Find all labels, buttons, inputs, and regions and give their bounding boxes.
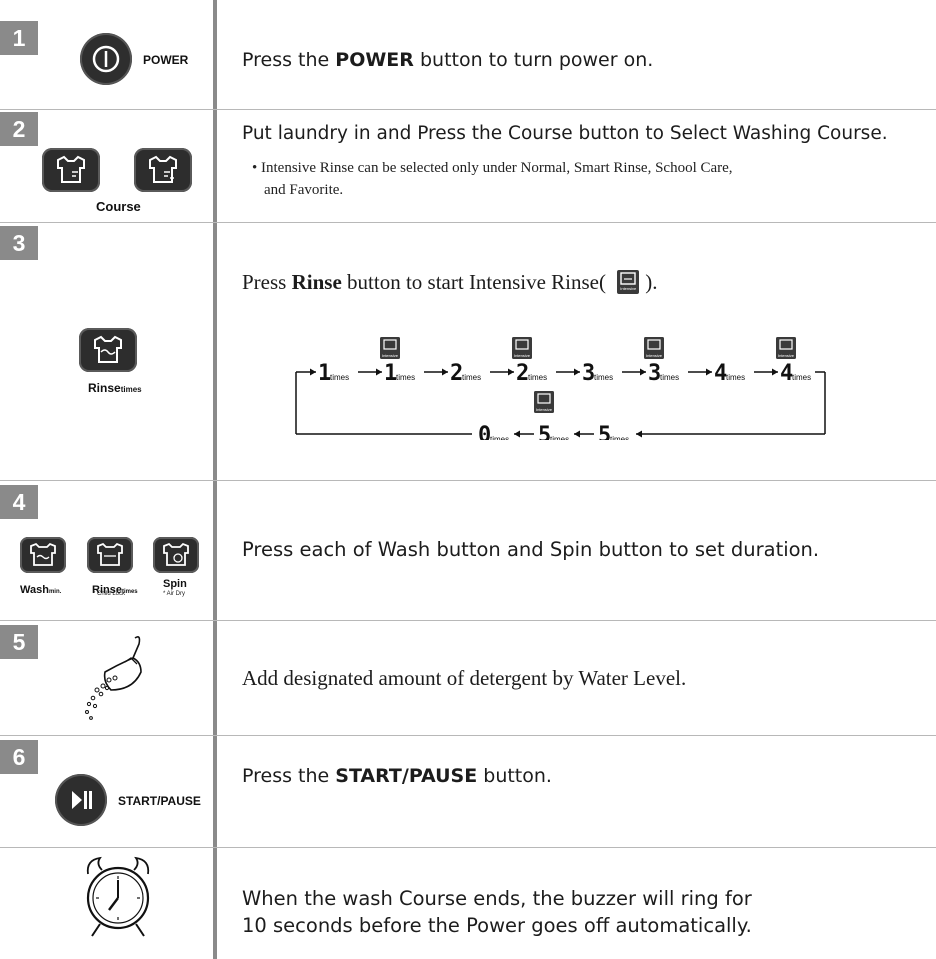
power-icon: [80, 33, 132, 85]
step-1-text: Press the POWER button to turn power on.: [242, 49, 653, 71]
rinse-button-label-group: Rinsetimes: [88, 377, 142, 396]
wash-label: Wash: [20, 584, 49, 596]
spin-button[interactable]: [153, 537, 199, 573]
cycle-unit: times: [792, 373, 811, 382]
air-dry-note: * Air Dry: [163, 591, 185, 597]
child-lock-note: * Child Lock: [93, 591, 125, 597]
cycle-arrow-head: [376, 369, 382, 376]
cycle-arrow-head: [772, 369, 778, 376]
shirt-icon: [42, 148, 100, 192]
step-3-text: Press Rinse button to start Intensive Ri…: [242, 270, 658, 295]
course-button-label: Course: [96, 199, 141, 214]
shirt-icon: [79, 328, 137, 372]
row-divider: [0, 847, 936, 848]
step-1-text-post: button to turn power on.: [414, 49, 653, 71]
step-6-text: Press the START/PAUSE button.: [242, 765, 552, 787]
step-1-text-bold: POWER: [335, 49, 414, 71]
intensive-icon-label: Intensive: [646, 353, 663, 358]
row-divider: [0, 620, 936, 621]
cycle-arrow-head: [636, 431, 642, 438]
intensive-inline-icon: Intensive: [617, 270, 639, 294]
cycle-arrow-head: [310, 369, 316, 376]
power-button-label: POWER: [143, 53, 188, 67]
cycle-unit: times: [594, 373, 613, 382]
cycle-unit: times: [528, 373, 547, 382]
cycle-arrow-head: [514, 431, 520, 438]
step-number-1: 1: [0, 21, 38, 55]
step-6-text-pre: Press the: [242, 765, 335, 787]
start-pause-label: START/PAUSE: [118, 794, 201, 808]
intensive-icon: Intensive: [512, 337, 532, 359]
detergent-scoop-icon: [75, 628, 165, 728]
intensive-icon: Intensive: [380, 337, 400, 359]
intensive-icon: Intensive: [534, 391, 554, 413]
intensive-icon-label: Intensive: [536, 407, 553, 412]
row-divider: [0, 222, 936, 223]
step-2-note-line2: and Favorite.: [264, 180, 343, 201]
step-number-4: 4: [0, 485, 38, 519]
rinse-button-sub: times: [121, 385, 142, 394]
step-6-text-post: button.: [477, 765, 552, 787]
cycle-arrow-head: [442, 369, 448, 376]
intensive-icon-label: Intensive: [778, 353, 795, 358]
intensive-icon-label: Intensive: [514, 353, 531, 358]
row-divider: [0, 480, 936, 481]
cycle-unit: times: [660, 373, 679, 382]
step-3-text-post: ).: [645, 270, 657, 294]
step-3-text-mid: button to start Intensive Rinse(: [342, 270, 606, 294]
intensive-inline-label: Intensive: [617, 286, 639, 292]
row-divider: [0, 735, 936, 736]
spin-shirt-icon: [153, 537, 199, 573]
cycle-unit: times: [726, 373, 745, 382]
shirt-icon: [87, 537, 133, 573]
spin-label: Spin: [163, 578, 187, 590]
power-button[interactable]: [80, 33, 132, 85]
step-5-text: Add designated amount of detergent by Wa…: [242, 666, 686, 691]
course-1-button[interactable]: [42, 148, 100, 192]
step-number-6: 6: [0, 740, 38, 774]
cycle-unit: times: [330, 373, 349, 382]
step-3-text-bold: Rinse: [292, 270, 342, 294]
shirt-icon: [134, 148, 192, 192]
alarm-clock-icon: [76, 852, 160, 942]
cycle-arrow-head: [574, 369, 580, 376]
cycle-unit: times: [490, 435, 509, 440]
rinse-button[interactable]: [79, 328, 137, 372]
shirt-icon: [20, 537, 66, 573]
cycle-arrow-head: [640, 369, 646, 376]
step-3-text-pre: Press: [242, 270, 292, 294]
wash-sub: min.: [49, 589, 61, 595]
step-6-text-bold: START/PAUSE: [335, 765, 477, 787]
step-number-3: 3: [0, 226, 38, 260]
cycle-unit: times: [462, 373, 481, 382]
cycle-unit: times: [550, 435, 569, 440]
rinse-button-small[interactable]: [87, 537, 133, 573]
end-text-line1: When the wash Course ends, the buzzer wi…: [242, 887, 752, 910]
cycle-unit: times: [396, 373, 415, 382]
row-divider: [0, 109, 936, 110]
step-1-text-pre: Press the: [242, 49, 335, 71]
rinse-button-label: Rinse: [88, 381, 121, 395]
step-number-5: 5: [0, 625, 38, 659]
step-2-note-line1: • Intensive Rinse can be selected only u…: [252, 158, 733, 179]
cycle-unit: times: [610, 435, 629, 440]
play-pause-icon: [55, 774, 107, 826]
end-text-line2: 10 seconds before the Power goes off aut…: [242, 914, 752, 937]
intensive-icon: Intensive: [644, 337, 664, 359]
course-2-button[interactable]: [134, 148, 192, 192]
cycle-arrow-head: [574, 431, 580, 438]
step-number-2: 2: [0, 112, 38, 146]
cycle-arrow-head: [706, 369, 712, 376]
start-pause-button[interactable]: [55, 774, 107, 826]
step-2-text: Put laundry in and Press the Course butt…: [242, 123, 888, 144]
intensive-icon: Intensive: [776, 337, 796, 359]
wash-label-group: Washmin.: [20, 578, 61, 597]
step-4-text: Press each of Wash button and Spin butto…: [242, 538, 819, 561]
cycle-arrow-head: [508, 369, 514, 376]
wash-button[interactable]: [20, 537, 66, 573]
intensive-icon-label: Intensive: [382, 353, 399, 358]
